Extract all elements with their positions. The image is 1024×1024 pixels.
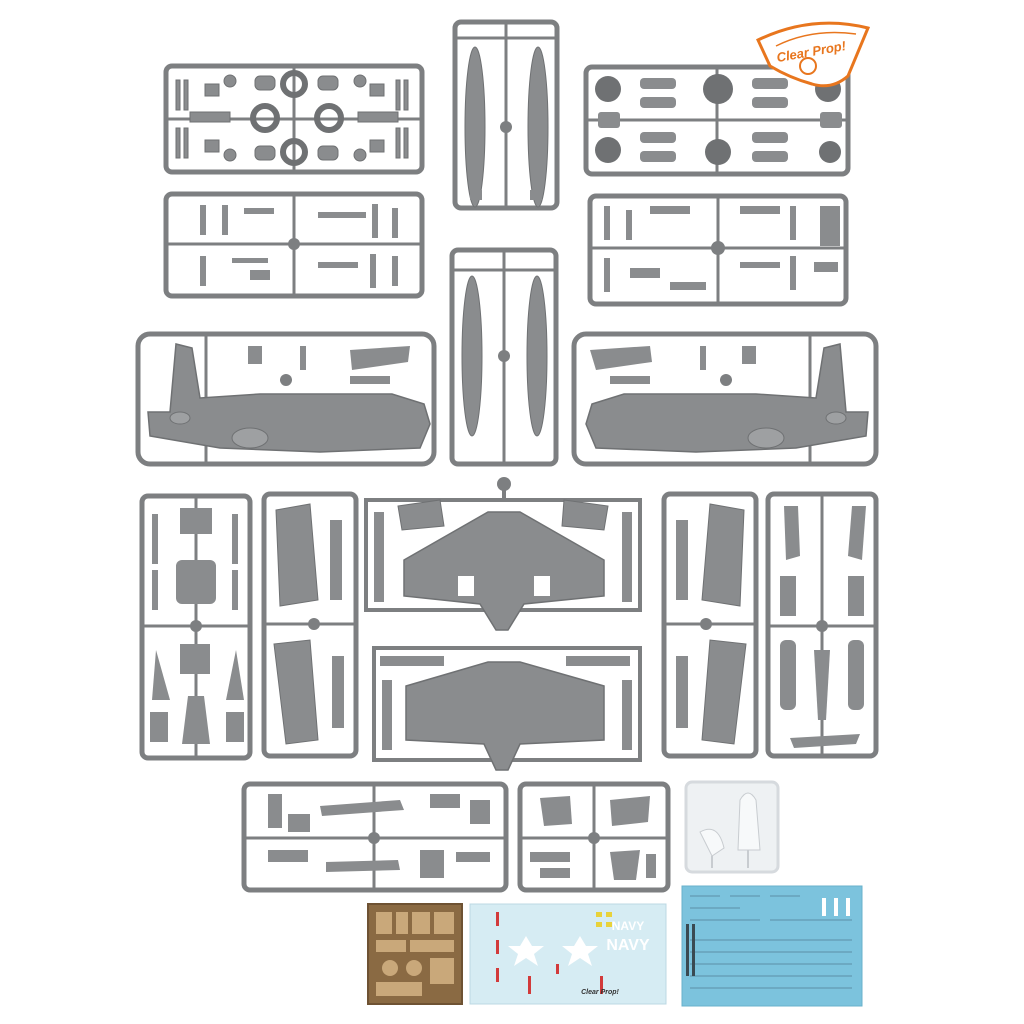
photo-etch-fret [367,903,463,1005]
sprue-bottom-left [241,781,509,893]
sprue-left-tall [139,493,253,761]
sprue-second-left [163,191,425,299]
sprue-fuselage-left [135,331,437,467]
sprue-center-drop-tanks [449,247,559,467]
decal-navy-small: NAVY [612,919,644,933]
sprue-bottom-middle [517,781,671,893]
sprue-second-right [587,193,849,307]
decal-sheet-markings: NAVY NAVY Clear Prop! [469,903,667,1005]
decal-logo-small: Clear Prop! [581,989,619,996]
sprue-right-tall [765,491,879,759]
decal-sheet-stencils [681,885,863,1007]
decal-navy-large: NAVY [606,937,650,954]
sprue-top-left-small-parts [163,63,425,175]
sprue-right-control-surfaces [661,491,759,759]
sprue-left-control-surfaces [261,491,359,759]
sprue-wing-lower [372,646,642,771]
sprue-top-center-drop-tanks [452,19,560,211]
clear-parts-sprue [684,780,780,874]
sprue-fuselage-right [571,331,879,467]
sprue-wing-upper [364,477,642,631]
clear-prop-logo: Clear Prop! [756,21,871,88]
